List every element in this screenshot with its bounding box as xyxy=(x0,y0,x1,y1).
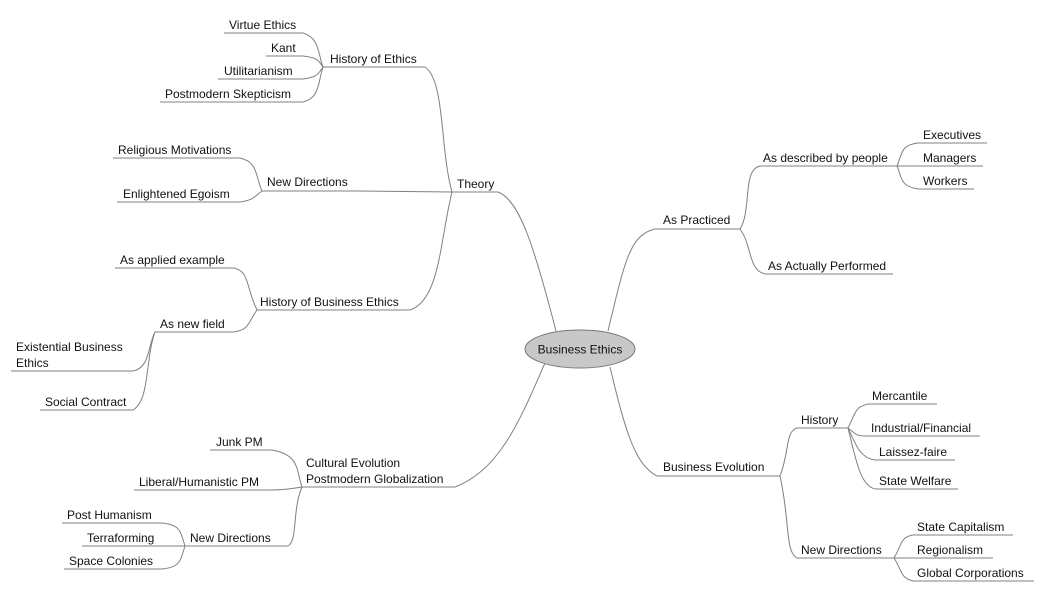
node-religious-motivations[interactable]: Religious Motivations xyxy=(118,143,231,157)
node-post-humanism[interactable]: Post Humanism xyxy=(67,508,152,522)
underlines xyxy=(11,32,1034,582)
edge-hist-welfare xyxy=(847,427,876,490)
node-business-evolution[interactable]: Business Evolution xyxy=(663,460,764,474)
edge-hoe-postmodern xyxy=(302,66,324,103)
node-cultural-evolution-line1[interactable]: Cultural Evolution xyxy=(306,456,400,470)
edge-center-cultural xyxy=(454,362,546,488)
node-liberal-humanistic-pm[interactable]: Liberal/Humanistic PM xyxy=(139,475,259,489)
edge-be-history xyxy=(779,427,798,477)
edge-cult-liberal xyxy=(265,486,303,491)
center-node[interactable] xyxy=(524,329,636,369)
edge-ap-described xyxy=(739,165,761,230)
node-existential-business-ethics-line2[interactable]: Ethics xyxy=(16,356,49,370)
edge-hobe-newfield xyxy=(232,309,258,333)
node-as-actually-performed[interactable]: As Actually Performed xyxy=(768,259,886,273)
edge-hist-merc xyxy=(847,403,869,429)
edge-center-theory xyxy=(497,191,557,332)
node-social-contract[interactable]: Social Contract xyxy=(45,395,127,409)
node-virtue-ethics[interactable]: Virtue Ethics xyxy=(229,18,296,32)
node-business-new-directions[interactable]: New Directions xyxy=(801,543,882,557)
edge-bnd-statecap xyxy=(893,534,914,559)
node-cultural-evolution-line2[interactable]: Postmodern Globalization xyxy=(306,472,443,486)
node-space-colonies[interactable]: Space Colonies xyxy=(69,554,153,568)
node-theory[interactable]: Theory xyxy=(457,177,494,191)
node-regionalism[interactable]: Regionalism xyxy=(917,543,983,557)
edge-hoe-virtue xyxy=(302,32,324,68)
node-kant[interactable]: Kant xyxy=(271,41,296,55)
edge-cnd-space xyxy=(161,545,186,570)
node-as-described-by-people[interactable]: As described by people xyxy=(763,151,888,165)
node-as-new-field[interactable]: As new field xyxy=(160,317,225,331)
edge-hobe-applied xyxy=(233,267,258,311)
node-terraforming[interactable]: Terraforming xyxy=(87,531,154,545)
edge-hoe-util xyxy=(302,66,324,80)
edge-hist-ind xyxy=(847,427,867,437)
edge-theory-history-business xyxy=(409,191,453,311)
edge-described-exec xyxy=(896,142,919,167)
edge-theory-new-directions xyxy=(357,190,453,193)
edge-ap-actual xyxy=(739,228,766,275)
edge-described-wrk xyxy=(896,165,919,190)
center-label: Business Ethics xyxy=(538,343,623,357)
node-history[interactable]: History xyxy=(801,413,838,427)
node-utilitarianism[interactable]: Utilitarianism xyxy=(224,64,293,78)
node-laissez-faire[interactable]: Laissez-faire xyxy=(879,445,947,459)
edge-center-as-practiced xyxy=(607,228,656,332)
edge-tnd-enlightened xyxy=(239,190,263,203)
edge-newfield-existential xyxy=(132,331,156,372)
node-enlightened-egoism[interactable]: Enlightened Egoism xyxy=(123,187,230,201)
node-cultural-new-directions[interactable]: New Directions xyxy=(190,531,271,545)
edge-hist-laissez xyxy=(847,427,876,461)
edge-bnd-global xyxy=(893,557,914,582)
node-existential-business-ethics-line1[interactable]: Existential Business xyxy=(16,340,123,354)
edge-newfield-social xyxy=(132,331,156,411)
node-industrial-financial[interactable]: Industrial/Financial xyxy=(871,421,971,435)
node-junk-pm[interactable]: Junk PM xyxy=(216,435,263,449)
node-global-corporations[interactable]: Global Corporations xyxy=(917,566,1024,580)
node-history-of-business-ethics[interactable]: History of Business Ethics xyxy=(260,295,399,309)
edge-center-business-evolution xyxy=(609,366,658,477)
edge-be-newdir xyxy=(779,475,798,559)
edge-cnd-post xyxy=(161,522,186,547)
connectors xyxy=(132,32,919,582)
node-workers[interactable]: Workers xyxy=(923,174,967,188)
edge-cult-junk xyxy=(271,449,303,488)
node-labels: Theory History of Ethics Virtue Ethics K… xyxy=(16,18,1024,580)
node-theory-new-directions[interactable]: New Directions xyxy=(267,175,348,189)
node-state-capitalism[interactable]: State Capitalism xyxy=(917,520,1004,534)
edge-cult-newdir xyxy=(287,486,303,547)
edge-hoe-kant xyxy=(302,55,324,68)
edge-theory-history-of-ethics xyxy=(424,66,453,193)
node-managers[interactable]: Managers xyxy=(923,151,976,165)
node-history-of-ethics[interactable]: History of Ethics xyxy=(330,52,417,66)
node-as-practiced[interactable]: As Practiced xyxy=(663,213,730,227)
node-mercantile[interactable]: Mercantile xyxy=(872,389,928,403)
node-as-applied-example[interactable]: As applied example xyxy=(120,253,225,267)
edge-tnd-religious xyxy=(239,157,263,192)
node-postmodern-skepticism[interactable]: Postmodern Skepticism xyxy=(165,87,291,101)
node-state-welfare[interactable]: State Welfare xyxy=(879,474,952,488)
node-executives[interactable]: Executives xyxy=(923,128,981,142)
